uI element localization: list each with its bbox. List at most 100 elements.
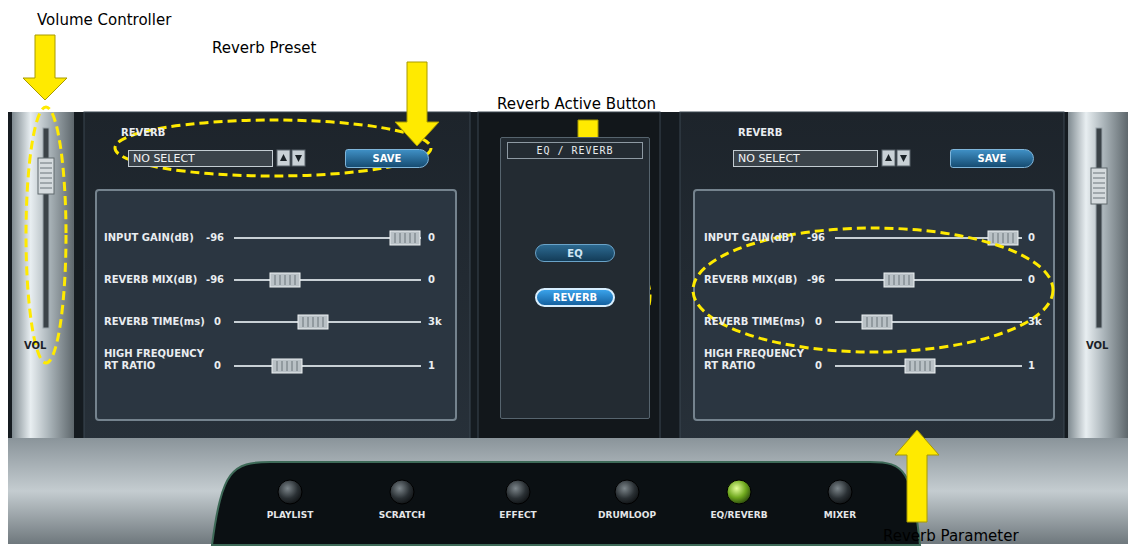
thumb-grip bbox=[867, 317, 868, 327]
slider-thumb bbox=[298, 315, 328, 329]
slider-thumb bbox=[884, 273, 914, 287]
thumb-grip bbox=[292, 361, 293, 371]
thumb-grip bbox=[915, 361, 916, 371]
parameter-name: REVERB MIX(dB) bbox=[104, 274, 197, 286]
thumb-grip bbox=[295, 275, 296, 285]
parameter-name: REVERB TIME(ms) bbox=[104, 316, 205, 328]
thumb-grip bbox=[277, 361, 278, 371]
scale-min: -96 bbox=[807, 274, 825, 286]
section-title: REVERB bbox=[121, 127, 165, 139]
callout-label: Reverb Parameter bbox=[883, 528, 1019, 545]
fader-groove bbox=[1096, 128, 1102, 328]
down-triangle bbox=[295, 155, 302, 162]
button-text: SAVE bbox=[978, 153, 1007, 164]
save-button: SAVE bbox=[950, 149, 1034, 168]
button-text: SAVE bbox=[373, 153, 402, 164]
thumb-grip bbox=[909, 275, 910, 285]
fader-thumb bbox=[1091, 168, 1107, 204]
callout-label: Volume Controller bbox=[37, 12, 171, 29]
tab-knob bbox=[615, 480, 639, 504]
fader-grip bbox=[40, 163, 52, 164]
spinner-button bbox=[882, 150, 895, 166]
thumb-grip bbox=[400, 233, 401, 243]
fader-grip bbox=[40, 183, 52, 184]
thumb-grip bbox=[998, 233, 999, 243]
reverb-active-button: REVERB bbox=[535, 288, 615, 307]
highlight-ellipse bbox=[26, 107, 66, 363]
thumb-grip bbox=[1003, 233, 1004, 243]
slider-track bbox=[234, 279, 421, 281]
spinner-button bbox=[292, 150, 305, 166]
fader-grip bbox=[40, 168, 52, 169]
thumb-grip bbox=[318, 317, 319, 327]
thumb-grip bbox=[877, 317, 878, 327]
thumb-grip bbox=[290, 275, 291, 285]
scale-min: 0 bbox=[815, 316, 822, 328]
thumb-grip bbox=[415, 233, 416, 243]
parameter-name: HIGH FREQUENCY RT RATIO bbox=[704, 348, 812, 371]
tab-knob bbox=[828, 480, 852, 504]
fader-grip bbox=[40, 178, 52, 179]
thumb-grip bbox=[882, 317, 883, 327]
callout-label: Reverb Preset bbox=[212, 40, 316, 57]
parameter-box bbox=[694, 190, 1054, 420]
scale-min: 0 bbox=[214, 360, 221, 372]
scale-max: 0 bbox=[1028, 232, 1035, 244]
scale-max: 3k bbox=[428, 316, 442, 328]
parameter-name: INPUT GAIN(dB) bbox=[704, 232, 794, 244]
scale-min: -96 bbox=[206, 274, 224, 286]
down-triangle bbox=[900, 155, 907, 162]
scale-min: -96 bbox=[807, 232, 825, 244]
scale-max: 1 bbox=[428, 360, 435, 372]
thumb-grip bbox=[925, 361, 926, 371]
parameter-name: REVERB MIX(dB) bbox=[704, 274, 797, 286]
tab-band bbox=[212, 462, 920, 545]
scale-max: 1 bbox=[1028, 360, 1035, 372]
button-text: NO SELECT bbox=[738, 152, 800, 165]
thumb-grip bbox=[889, 275, 890, 285]
fader-grip bbox=[1093, 183, 1105, 184]
scale-min: -96 bbox=[206, 232, 224, 244]
scale-max: 0 bbox=[428, 232, 435, 244]
fader-grip bbox=[1093, 193, 1105, 194]
parameter-name: HIGH FREQUENCY RT RATIO bbox=[104, 348, 212, 371]
spinner-button bbox=[277, 150, 290, 166]
thumb-grip bbox=[313, 317, 314, 327]
thumb-grip bbox=[899, 275, 900, 285]
fader-grip bbox=[1093, 173, 1105, 174]
thumb-grip bbox=[410, 233, 411, 243]
scale-max: 3k bbox=[1028, 316, 1042, 328]
volume-label: VOL bbox=[24, 340, 46, 352]
scale-max: 0 bbox=[428, 274, 435, 286]
button-text: NO SELECT bbox=[133, 152, 195, 165]
button-text: EQ bbox=[567, 248, 582, 259]
thumb-grip bbox=[297, 361, 298, 371]
scale-min: 0 bbox=[815, 360, 822, 372]
thumb-grip bbox=[1013, 233, 1014, 243]
slider-thumb bbox=[272, 359, 302, 373]
tab-knob bbox=[390, 480, 414, 504]
scale-min: 0 bbox=[214, 316, 221, 328]
scale-max: 0 bbox=[1028, 274, 1035, 286]
panel-header: EQ / REVERB bbox=[507, 142, 643, 159]
parameter-name: REVERB TIME(ms) bbox=[704, 316, 805, 328]
callout-label: Reverb Active Button bbox=[497, 96, 656, 113]
thumb-grip bbox=[285, 275, 286, 285]
parameter-name: INPUT GAIN(dB) bbox=[104, 232, 194, 244]
thumb-grip bbox=[904, 275, 905, 285]
callout-arrow bbox=[23, 35, 67, 100]
fader-grip bbox=[1093, 188, 1105, 189]
up-triangle bbox=[885, 154, 892, 161]
tab-label: SCRATCH bbox=[379, 510, 426, 520]
slider-track bbox=[234, 365, 421, 367]
thumb-grip bbox=[405, 233, 406, 243]
reverb-panel bbox=[680, 112, 1064, 444]
tab-label: EQ/REVERB bbox=[710, 510, 767, 520]
fader-grip bbox=[40, 188, 52, 189]
thumb-grip bbox=[993, 233, 994, 243]
tab-knob bbox=[278, 480, 302, 504]
callout-arrow bbox=[895, 430, 939, 522]
fader-grip bbox=[40, 173, 52, 174]
preset-dropdown: NO SELECT bbox=[128, 150, 273, 167]
